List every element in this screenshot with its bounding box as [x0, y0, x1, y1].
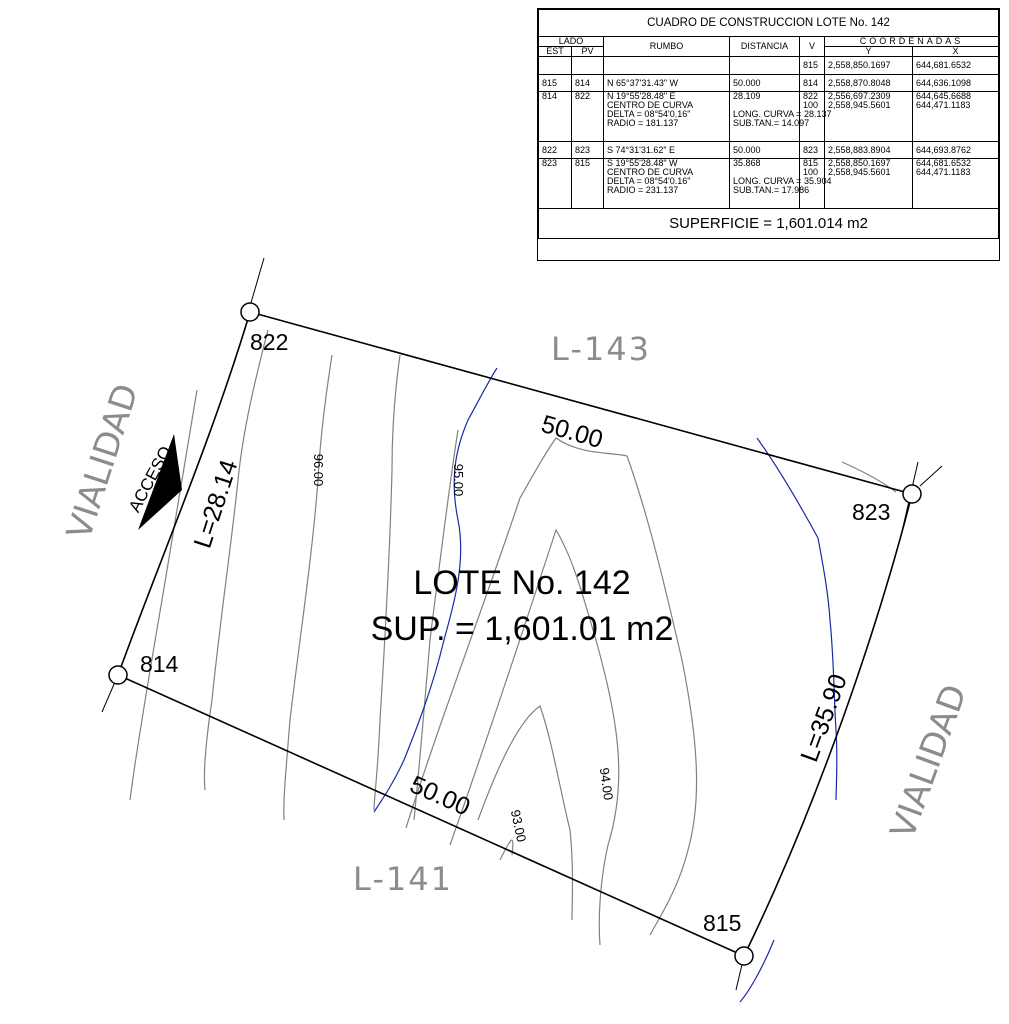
- header-pv: PV: [571, 46, 604, 57]
- cell-y: 2,558,850.1697 2,558,945.5601: [824, 158, 913, 209]
- vertex-823-label: 823: [852, 499, 890, 525]
- cell-est: [538, 56, 572, 75]
- table-row: 823 815 S 19°55'28.48" W CENTRO DE CURVA…: [538, 158, 1000, 209]
- street-label-left: VIALIDAD: [59, 379, 147, 544]
- cell-v: 815: [799, 56, 825, 75]
- header-lado: LADO: [538, 36, 604, 47]
- contour-line: [373, 354, 401, 811]
- cell-y: 2,558,850.1697: [824, 56, 913, 75]
- cell-pv: 815: [571, 158, 604, 209]
- lot-boundary-top: [249, 311, 913, 495]
- contour-line: [129, 389, 198, 801]
- table-row: 822 823 S 74°31'31.62" E 50.000 823 2,55…: [538, 141, 1000, 159]
- cell-rumbo: N 19°55'28.48" E CENTRO DE CURVA DELTA =…: [603, 91, 730, 142]
- contour-line-93b: [499, 839, 514, 861]
- header-est: EST: [538, 46, 572, 57]
- street-label-right: VIALIDAD: [883, 679, 975, 844]
- cell-distancia: 35.868 LONG. CURVA = 35.904 SUB.TAN.= 17…: [729, 158, 831, 209]
- water-line: [739, 939, 775, 1003]
- neighbor-lot-top: L-143: [551, 330, 651, 368]
- contour-label-95: 95.00: [451, 464, 466, 497]
- lot-boundary-right: [743, 493, 913, 957]
- header-rumbo: RUMBO: [603, 36, 730, 57]
- cell-est: 822: [538, 141, 572, 159]
- vertex-815-marker: [734, 946, 754, 966]
- cell-distancia: [729, 56, 800, 75]
- contour-line-94-outer: [405, 437, 698, 936]
- vertex-822-marker: [240, 302, 260, 322]
- access-arrow-icon: [138, 434, 182, 530]
- cell-est: 814: [538, 91, 572, 142]
- cell-distancia: 50.000: [729, 141, 800, 159]
- cell-v: 814: [799, 74, 825, 92]
- cell-est: 815: [538, 74, 572, 92]
- header-x: X: [911, 46, 1000, 57]
- contour-line-93: [477, 705, 574, 921]
- vertex-822-label: 822: [250, 329, 288, 355]
- water-line: [756, 437, 838, 801]
- side-length-right: L=35.90: [795, 670, 852, 765]
- cell-x: 644,693.8762: [911, 141, 1000, 159]
- vertex-823-marker: [902, 484, 922, 504]
- vertex-814-marker: [108, 665, 128, 685]
- cell-v: 823: [799, 141, 825, 159]
- construction-table: CUADRO DE CONSTRUCCION LOTE No. 142 LADO…: [537, 8, 1000, 261]
- neighbor-lot-bottom: L-141: [353, 860, 453, 898]
- side-length-top: 50.00: [538, 410, 606, 454]
- lot-boundary-bottom: [117, 674, 745, 957]
- contour-line: [203, 329, 269, 791]
- cell-x: 644,681.6532: [911, 56, 1000, 75]
- header-distancia: DISTANCIA: [729, 36, 800, 57]
- cell-distancia: 28.109 LONG. CURVA = 28.137 SUB.TAN.= 14…: [729, 91, 831, 142]
- contour-line: [283, 354, 333, 821]
- contour-label-94: 94.00: [597, 767, 616, 801]
- cell-est: 823: [538, 158, 572, 209]
- construction-table-grid: CUADRO DE CONSTRUCCION LOTE No. 142 LADO…: [537, 9, 1000, 239]
- cell-rumbo: [603, 56, 730, 75]
- cell-x: 644,645.6688 644,471.1183: [911, 91, 1000, 142]
- contour-line-95: [413, 429, 459, 821]
- cell-pv: 823: [571, 141, 604, 159]
- cell-pv: [571, 56, 604, 75]
- cell-x: 644,636.1098: [911, 74, 1000, 92]
- cell-y: 2,556,697.2309 2,558,945.5601: [824, 91, 913, 142]
- vertex-814-label: 814: [140, 651, 179, 677]
- header-coordenadas: COORDENADAS: [823, 36, 1000, 47]
- lot-area: SUP. = 1,601.01 m2: [371, 610, 674, 648]
- table-row: 814 822 N 19°55'28.48" E CENTRO DE CURVA…: [538, 91, 1000, 142]
- header-v: V: [799, 36, 825, 57]
- table-title: CUADRO DE CONSTRUCCION LOTE No. 142: [537, 9, 1000, 37]
- cell-rumbo: S 74°31'31.62" E: [603, 141, 730, 159]
- contour-line-94-inner: [449, 528, 620, 946]
- contour-label-93: 93.00: [508, 808, 529, 843]
- cell-pv: 822: [571, 91, 604, 142]
- lot-boundary-left: [117, 311, 251, 676]
- contour-label-96: 96.00: [311, 454, 326, 487]
- table-row: 815 814 N 65°37'31.43" W 50.000 814 2,55…: [538, 74, 1000, 92]
- table-row: 815 2,558,850.1697 644,681.6532: [538, 56, 1000, 75]
- water-line: [373, 367, 498, 813]
- header-y: Y: [824, 46, 913, 57]
- extension-line: [919, 465, 943, 487]
- cell-y: 2,558,870.8048: [824, 74, 913, 92]
- cell-rumbo: N 65°37'31.43" W: [603, 74, 730, 92]
- superficie-total: SUPERFICIE = 1,601.014 m2: [537, 208, 1000, 239]
- cell-x: 644,681.6532 644,471.1183: [911, 158, 1000, 209]
- cell-rumbo: S 19°55'28.48" W CENTRO DE CURVA DELTA =…: [603, 158, 730, 209]
- cell-y: 2,558,883.8904: [824, 141, 913, 159]
- lot-name: LOTE No. 142: [413, 564, 630, 602]
- cell-distancia: 50.000: [729, 74, 800, 92]
- vertex-815-label: 815: [703, 910, 741, 936]
- cell-pv: 814: [571, 74, 604, 92]
- side-length-bottom: 50.00: [406, 770, 475, 821]
